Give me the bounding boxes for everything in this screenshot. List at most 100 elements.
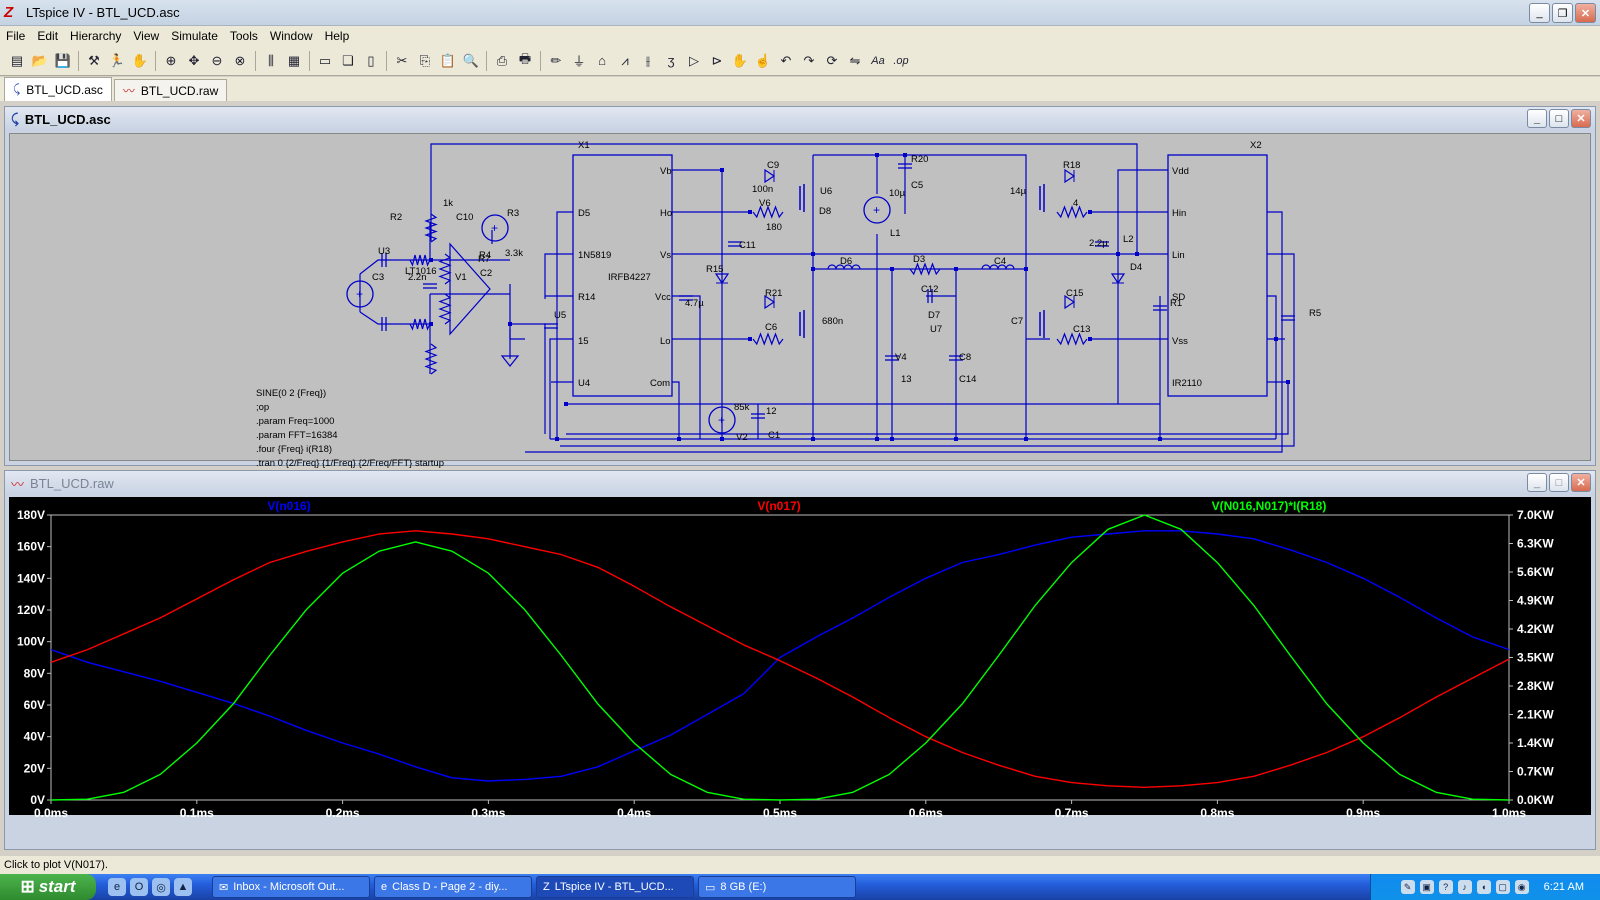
component-label[interactable]: U7 [930, 324, 942, 335]
ground-symbol[interactable] [500, 355, 520, 367]
resistor[interactable] [409, 254, 431, 267]
component-label[interactable]: C1 [768, 430, 780, 441]
component-label[interactable]: C10 [456, 212, 473, 223]
component-label[interactable]: R14 [578, 292, 595, 303]
component-label[interactable]: V2 [736, 432, 748, 443]
browser-icon[interactable]: ◎ [152, 878, 170, 896]
component-label[interactable]: SD [1172, 292, 1185, 303]
start-button[interactable]: ⊞ start [0, 874, 96, 900]
diode[interactable] [764, 294, 776, 310]
spice-directive[interactable]: .param Freq=1000 [256, 416, 334, 427]
component-label[interactable]: Com [650, 378, 670, 389]
monitor-icon[interactable]: ▢ [1495, 880, 1510, 894]
waveform-close-button[interactable]: ✕ [1571, 473, 1591, 492]
component-label[interactable]: 1k [443, 198, 453, 209]
label-icon[interactable]: ⌂ [598, 53, 606, 68]
diode-icon[interactable]: ▷ [689, 52, 699, 68]
pan-icon[interactable]: ✥ [188, 52, 200, 68]
component-label[interactable]: 3.3k [505, 248, 523, 259]
inductor[interactable] [851, 264, 861, 270]
series-legend[interactable]: V(n017) [757, 499, 800, 513]
component-label[interactable]: Vdd [1172, 166, 1189, 177]
component-label[interactable]: Vss [1172, 336, 1188, 347]
component-label[interactable]: U4 [578, 378, 590, 389]
component-label[interactable]: Vb [660, 166, 672, 177]
print-setup-icon[interactable]: ⎙ [496, 52, 508, 68]
component-label[interactable]: 680n [822, 316, 843, 327]
component-label[interactable]: U6 [820, 186, 832, 197]
voltage-source[interactable] [481, 214, 509, 242]
menu-view[interactable]: View [133, 29, 160, 43]
diode[interactable] [1110, 273, 1126, 285]
component-label[interactable]: 4.7µ [685, 298, 704, 309]
component-label[interactable]: C9 [767, 160, 779, 171]
component-label[interactable]: LT1016 [405, 266, 437, 277]
component-label[interactable]: Ho [660, 208, 672, 219]
ie-icon[interactable]: e [108, 878, 126, 896]
component-label[interactable]: C15 [1066, 288, 1083, 299]
wire[interactable] [560, 253, 1295, 447]
component-label[interactable]: D7 [928, 310, 940, 321]
series-line[interactable] [50, 530, 1510, 782]
component-label[interactable]: 14µ [1010, 186, 1027, 197]
schematic-maximize-button[interactable]: □ [1549, 109, 1569, 128]
resistor[interactable] [909, 262, 941, 276]
component-label[interactable]: 1N5819 [578, 250, 611, 261]
cut-icon[interactable]: ✂ [396, 52, 408, 68]
component-label[interactable]: R5 [1309, 308, 1321, 319]
wire[interactable] [509, 284, 525, 340]
component-label[interactable]: C4 [994, 256, 1006, 267]
voltage-source[interactable] [708, 406, 736, 434]
component-label[interactable]: R1 [1170, 298, 1182, 309]
component-label[interactable]: C3 [372, 272, 384, 283]
component-label[interactable]: X2 [1250, 140, 1262, 151]
component-label[interactable]: C5 [911, 180, 923, 191]
component-label[interactable]: 12 [766, 406, 777, 417]
component-label[interactable]: R15 [706, 264, 723, 275]
wire[interactable] [556, 211, 573, 439]
component-label[interactable]: D3 [913, 254, 925, 265]
grid-icon[interactable]: ▦ [287, 52, 301, 68]
wire[interactable] [510, 323, 546, 434]
text-icon[interactable]: Aa [871, 54, 885, 67]
component-label[interactable]: Lo [660, 336, 671, 347]
spice-directive-icon[interactable]: .op [893, 54, 909, 67]
menu-hierarchy[interactable]: Hierarchy [70, 29, 122, 43]
resistor[interactable] [409, 318, 431, 331]
component-label[interactable]: D8 [819, 206, 831, 217]
wire[interactable] [1267, 295, 1277, 439]
wire[interactable] [566, 381, 1289, 435]
spice-directive[interactable]: .four {Freq} i(R18) [256, 444, 332, 455]
ground-icon[interactable]: ⏚ [572, 54, 586, 69]
waveform-maximize-button[interactable]: □ [1549, 473, 1569, 492]
component-label[interactable]: 2.2µ [1089, 238, 1108, 249]
component-label[interactable]: C6 [765, 322, 777, 333]
component-label[interactable]: 100n [752, 184, 773, 195]
zoom-in-icon[interactable]: ⊕ [165, 52, 177, 68]
component-label[interactable]: 4 [1073, 198, 1078, 209]
component-label[interactable]: X1 [578, 140, 590, 151]
tab-waveform[interactable]: 〰 BTL_UCD.raw [113, 79, 228, 101]
component-label[interactable]: Vs [660, 250, 671, 261]
voltage-source[interactable] [346, 280, 374, 308]
wire[interactable] [672, 295, 701, 439]
new-schematic-icon[interactable]: ▤ [10, 52, 24, 68]
rotate-icon[interactable]: ⟳ [826, 52, 838, 68]
task-outlook[interactable]: ✉Inbox - Microsoft Out... [212, 876, 370, 898]
run-icon[interactable]: 🏃 [108, 52, 126, 68]
component-label[interactable]: 15 [578, 336, 589, 347]
voltage-source[interactable] [863, 196, 891, 224]
cascade-icon[interactable]: ❏ [342, 52, 354, 68]
capacitor-icon[interactable]: ⫲ [645, 52, 651, 68]
resistor[interactable] [1056, 205, 1088, 219]
autorange-icon[interactable]: ⫼ [268, 52, 274, 68]
task-drive[interactable]: ▭8 GB (E:) [698, 876, 856, 898]
wire[interactable] [525, 211, 1283, 453]
tile-horizontal-icon[interactable]: ▭ [318, 52, 332, 68]
component-label[interactable]: R18 [1063, 160, 1080, 171]
wire[interactable] [672, 381, 680, 439]
component-label[interactable]: C7 [1011, 316, 1023, 327]
drag-icon[interactable]: ☝ [754, 52, 772, 68]
